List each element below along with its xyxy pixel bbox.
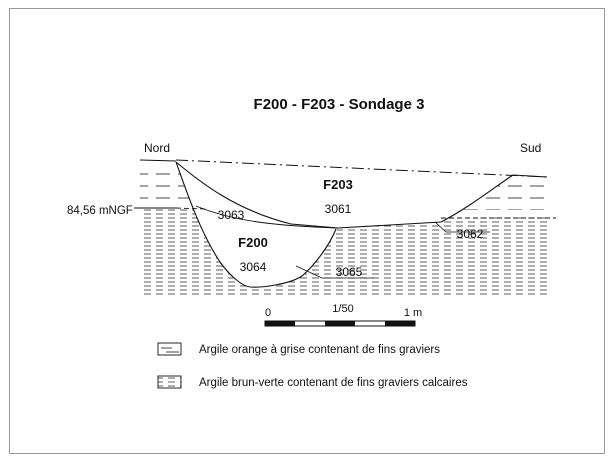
label-nord: Nord <box>144 141 170 155</box>
leader-lines <box>295 221 490 279</box>
label-datum: 84,56 mNGF <box>67 205 133 217</box>
scale-bar <box>264 320 416 327</box>
lower-clay-layer <box>140 208 547 297</box>
legend-label-upper-clay: Argile orange à grise contenant de fins … <box>199 344 440 356</box>
label-3061: 3061 <box>325 202 352 216</box>
label-3065: 3065 <box>336 265 363 279</box>
label-f203: F203 <box>323 177 353 192</box>
legend-swatch-lower-clay <box>157 375 182 389</box>
label-3063: 3063 <box>218 208 245 222</box>
scale-ratio: 1/50 <box>332 303 353 315</box>
section-title: F200 - F203 - Sondage 3 <box>254 96 425 113</box>
scale-end: 1 m <box>404 307 422 319</box>
surface-line <box>175 159 548 178</box>
label-sud: Sud <box>520 141 541 155</box>
datum-line <box>134 207 556 219</box>
section-outlines <box>139 159 548 288</box>
legend-label-lower-clay: Argile brun-verte contenant de fins grav… <box>199 377 468 389</box>
pit-f200-fill <box>176 162 336 288</box>
label-3062: 3062 <box>457 227 484 241</box>
scale-zero: 0 <box>265 307 271 319</box>
pit-f203-fill <box>176 162 513 228</box>
figure-frame <box>9 8 605 454</box>
label-3064: 3064 <box>240 260 267 274</box>
legend-swatch-upper-clay <box>157 342 182 356</box>
label-f200: F200 <box>238 235 268 250</box>
